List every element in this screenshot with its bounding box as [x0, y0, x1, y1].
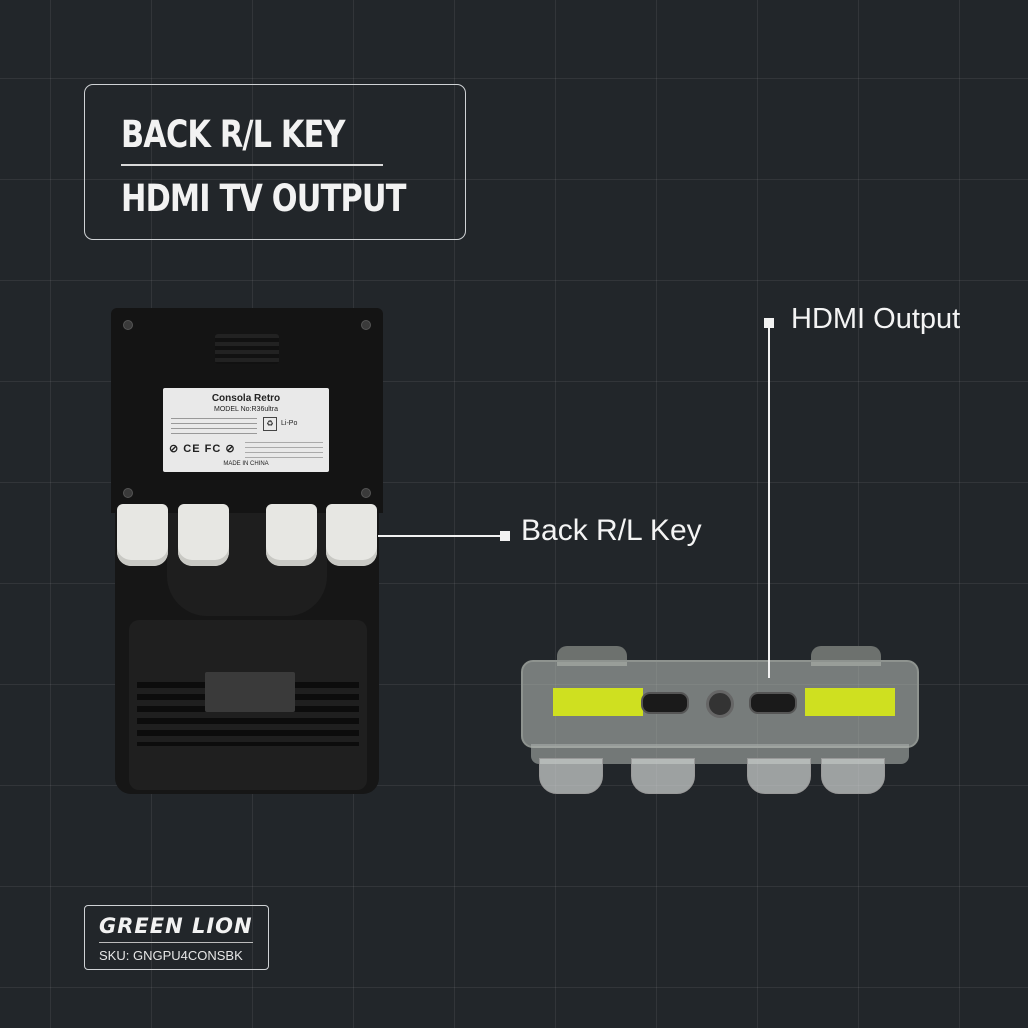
label-made-in: MADE IN CHINA: [223, 461, 269, 467]
callout-marker-back-key: [500, 531, 510, 541]
battery-door: [129, 620, 367, 790]
product-label-sticker: Consola Retro MODEL No:R36ultra ♻ Li-Po …: [163, 388, 329, 472]
usb-c-port-icon: [641, 692, 689, 714]
audio-jack-icon: [706, 690, 734, 718]
brand-logo: GREEN LION: [99, 914, 253, 938]
screw-icon: [361, 488, 371, 498]
back-key-r2: [326, 504, 377, 566]
door-sticker: [205, 672, 295, 712]
label-battery-type: Li-Po: [281, 420, 298, 427]
screw-icon: [123, 488, 133, 498]
brand-divider: [99, 942, 253, 943]
label-fine-print: [171, 418, 257, 438]
title-divider: [121, 164, 383, 166]
yellow-insert: [805, 688, 895, 716]
label-title: Consola Retro: [211, 393, 281, 404]
front-button: [821, 758, 885, 794]
screw-icon: [123, 320, 133, 330]
recycle-icon: ♻: [263, 417, 277, 431]
callout-label-back-rl-key: Back R/L Key: [521, 514, 702, 547]
hdmi-port-icon: [749, 692, 797, 714]
console-back-panel: Consola Retro MODEL No:R36ultra ♻ Li-Po …: [111, 308, 383, 513]
certification-marks: ⊘ CE FC ⊘: [169, 443, 236, 455]
front-button: [747, 758, 811, 794]
console-back-image: Consola Retro MODEL No:R36ultra ♻ Li-Po …: [111, 308, 383, 794]
yellow-insert: [553, 688, 643, 716]
console-top-edge-image: [521, 646, 919, 794]
callout-marker-hdmi: [764, 318, 774, 328]
callout-label-hdmi-output: HDMI Output: [791, 303, 961, 335]
screw-icon: [361, 320, 371, 330]
back-key-l1: [178, 504, 229, 566]
console-transparent-shell: [521, 660, 919, 748]
front-button: [539, 758, 603, 794]
title-box: BACK R/L KEY HDMI TV OUTPUT: [84, 84, 466, 240]
front-button: [631, 758, 695, 794]
label-model: MODEL No:R36ultra: [214, 406, 278, 413]
speaker-vent: [215, 334, 279, 364]
back-key-l2: [117, 504, 168, 566]
brand-box: GREEN LION SKU: GNGPU4CONSBK: [84, 905, 269, 970]
brand-sku: SKU: GNGPU4CONSBK: [99, 948, 243, 963]
title-line-hdmi-output: HDMI TV OUTPUT: [121, 177, 406, 220]
back-key-r1: [266, 504, 317, 566]
callout-line-back-key: [378, 535, 502, 537]
console-base: [531, 744, 909, 764]
title-line-back-key: BACK R/L KEY: [121, 113, 345, 156]
callout-line-hdmi: [768, 326, 770, 678]
label-warning-text: [245, 442, 323, 460]
